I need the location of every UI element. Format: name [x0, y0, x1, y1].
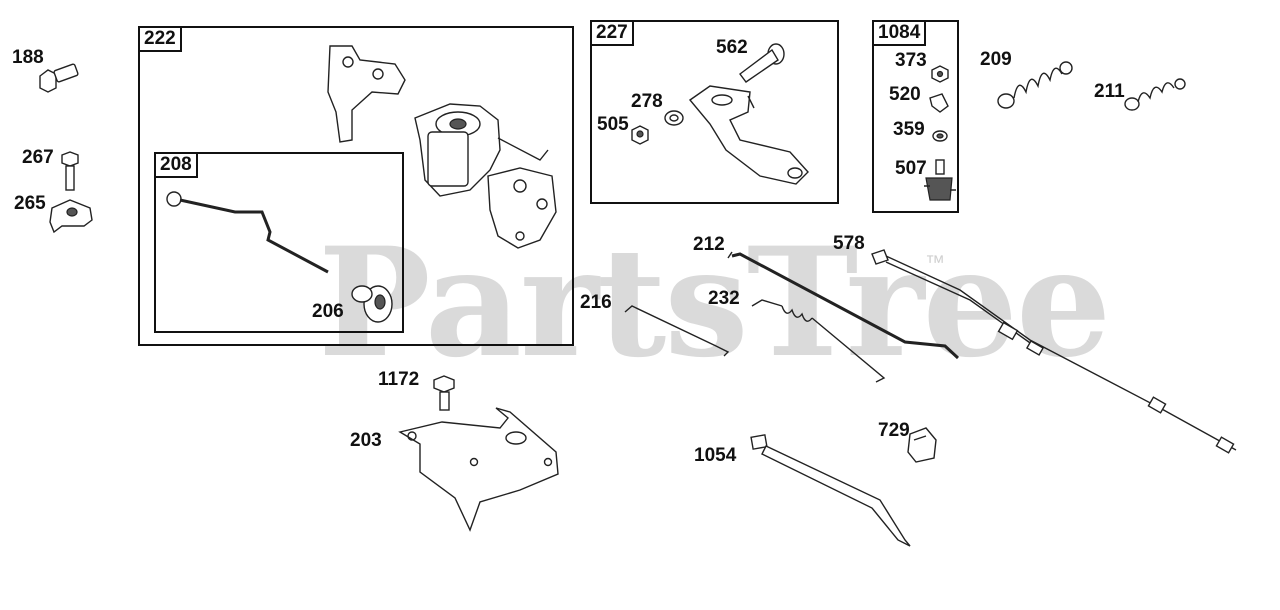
part-578-cable-drawing[interactable]	[871, 249, 1237, 454]
part-208-governor-link-drawing[interactable]	[166, 191, 329, 274]
part-520-clip-drawing[interactable]	[929, 93, 949, 113]
part-212-rod-drawing[interactable]	[727, 251, 960, 360]
part-265-clip-drawing[interactable]	[49, 199, 93, 234]
part-729-clip-drawing[interactable]	[907, 427, 937, 463]
group-box-208: 208	[154, 152, 404, 333]
part-label-212[interactable]: 212	[693, 234, 725, 255]
part-562-pin-drawing[interactable]	[739, 43, 785, 83]
part-206-bushing-drawing[interactable]	[351, 285, 393, 323]
part-label-203[interactable]: 203	[350, 430, 382, 451]
part-label-206[interactable]: 206	[312, 301, 344, 322]
part-label-216[interactable]: 216	[580, 292, 612, 313]
part-216-rod-drawing[interactable]	[624, 305, 730, 357]
part-359-washer-drawing[interactable]	[932, 130, 948, 142]
group-tag-1084[interactable]: 1084	[872, 20, 927, 46]
part-211-spring-drawing[interactable]	[1124, 78, 1186, 111]
group-tag-222[interactable]: 222	[138, 26, 182, 52]
part-label-578[interactable]: 578	[833, 233, 865, 254]
part-label-278[interactable]: 278	[631, 91, 663, 112]
part-267-screw-drawing[interactable]	[61, 151, 79, 191]
part-label-520[interactable]: 520	[889, 84, 921, 105]
part-188-bolt-drawing[interactable]	[39, 63, 79, 93]
part-227-lever-drawing[interactable]	[688, 85, 809, 185]
part-209-spring-drawing[interactable]	[997, 61, 1073, 109]
part-1172-bolt-drawing[interactable]	[433, 375, 455, 411]
part-label-729[interactable]: 729	[878, 420, 910, 441]
part-label-505[interactable]: 505	[597, 114, 629, 135]
part-222-governor-bracket-drawing[interactable]	[327, 45, 557, 249]
part-label-188[interactable]: 188	[12, 47, 44, 68]
part-label-359[interactable]: 359	[893, 119, 925, 140]
part-label-1054[interactable]: 1054	[694, 445, 737, 466]
group-box-227: 227	[590, 20, 839, 204]
part-505-nut-drawing[interactable]	[631, 125, 649, 145]
part-label-232[interactable]: 232	[708, 288, 740, 309]
group-tag-227[interactable]: 227	[590, 20, 634, 46]
part-label-507[interactable]: 507	[895, 158, 927, 179]
group-box-1084: 1084	[872, 20, 959, 213]
part-507-switch-drawing[interactable]	[924, 159, 956, 201]
part-label-211[interactable]: 211	[1094, 81, 1125, 102]
part-373-nut-drawing[interactable]	[931, 65, 949, 83]
part-label-373[interactable]: 373	[895, 50, 927, 71]
part-label-562[interactable]: 562	[716, 37, 748, 58]
part-1054-cable-tie-drawing[interactable]	[750, 434, 911, 547]
part-label-265[interactable]: 265	[14, 193, 46, 214]
part-203-bracket-drawing[interactable]	[398, 407, 559, 532]
part-278-washer-drawing[interactable]	[664, 110, 684, 126]
part-label-1172[interactable]: 1172	[378, 369, 420, 390]
part-label-267[interactable]: 267	[22, 147, 54, 168]
part-232-spring-rod-drawing[interactable]	[751, 299, 886, 383]
group-tag-208[interactable]: 208	[154, 152, 198, 178]
part-label-209[interactable]: 209	[980, 49, 1012, 70]
group-box-222: 222	[138, 26, 574, 346]
